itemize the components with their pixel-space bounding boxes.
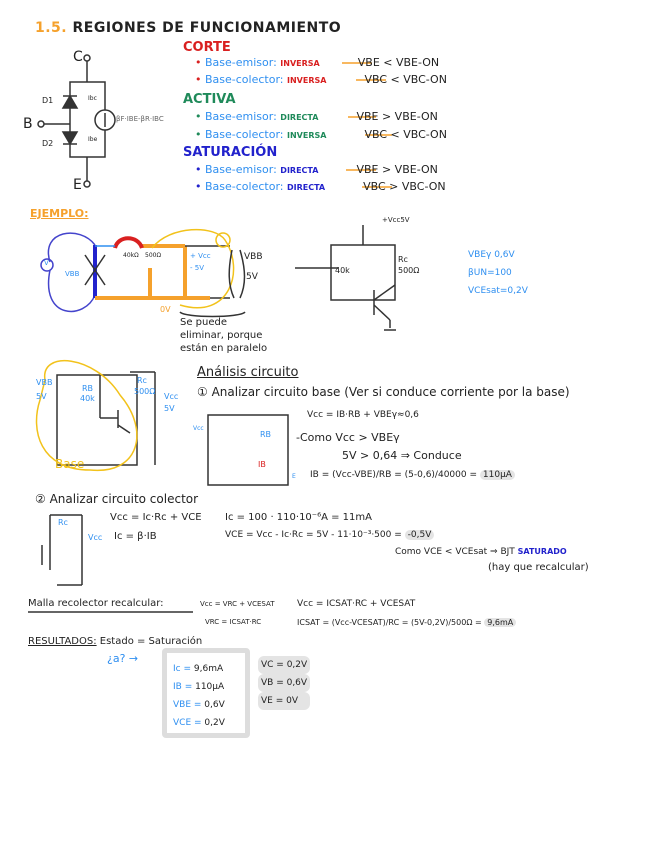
terminal-b: B [23,116,33,132]
example-heading: EJEMPLO: [30,207,89,220]
small-base-circuit [207,414,289,486]
recalc-note: (hay que recalcular) [488,562,589,573]
collector-circuit [41,514,83,586]
equation: Ic = β·IB [114,531,157,542]
label-5v: 5V [164,404,175,413]
label-vcc: Vcc [88,533,103,542]
label-source: βF·IBE-βR·IBC [116,115,164,123]
equation: ICSAT = (Vcc-VCESAT)/RC = (5V-0,2V)/500Ω… [297,618,517,627]
label-vcc: Vcc [193,425,204,432]
equation: VCE = Vcc - Ic·Rc = 5V - 11·10⁻³·500 = -… [225,530,435,540]
label-d1: D1 [42,96,54,105]
label-vbb: VBB [65,270,80,278]
example-circuit-2 [179,225,396,331]
label-5v: 5V [36,392,47,401]
results-box: Ic = 9,6mA IB = 110µA VBE = 0,6V VCE = 0… [162,648,250,738]
label-vbb: VBB [36,378,53,387]
label-ib: IB [258,460,266,469]
result-item: IB = 110µA [173,682,225,692]
label-vcc5v: +Vcc5V [382,216,410,224]
equation: Ic = 100 · 110·10⁻⁶A = 11mA [225,512,372,523]
terminal-c: C [73,49,83,65]
equation: Vcc = Ic·Rc + VCE [110,512,202,523]
equation: Vcc = VRC + VCESAT [200,600,275,608]
label-rc: Rc [58,518,68,527]
question-note: ¿a? → [107,652,139,665]
region-saturacion: SATURACIÓN [183,145,278,160]
label-e: E [292,473,296,480]
diode-model-diagram [37,54,116,188]
results-line: RESULTADOS: Estado = Saturación [28,636,203,647]
analysis-title: Análisis circuito [197,365,299,380]
label-d2: D2 [42,139,54,148]
equation: IB = (Vcc-VBE)/RB = (5-0,6)/40000 = 110µ… [310,470,515,480]
label-rb: 40kΩ [123,252,139,259]
region-corte: CORTE [183,40,231,55]
section-title: 1.5. REGIONES DE FUNCIONAMIENTO [35,20,342,36]
saturation-note: Como VCE < VCEsat ⇒ BJT SATURADO [395,547,567,557]
result-item: VCE = 0,2V [173,718,225,728]
equation: 5V > 0,64 ⇒ Conduce [342,449,462,462]
equation: Vcc = ICSAT·RC + VCESAT [297,599,416,609]
label-vbb2: VBB [244,252,263,262]
label-ibc: Ibc [88,95,97,102]
region-activa: ACTIVA [183,92,236,107]
label-rc2: Rc [398,255,408,264]
recalc-label: Malla recolector recalcular: [28,598,164,609]
equation: VRC = ICSAT·RC [205,618,262,626]
label-ibe: Ibe [88,136,98,143]
label-40k: 40k [335,266,350,275]
label-500: 500Ω [134,387,156,396]
equation: -Como Vcc > VBEγ [296,431,400,444]
label-5v: 5V [246,272,258,282]
label-vcc: Vcc [164,392,179,401]
label-rb: RB [82,384,94,393]
label-vcc-value: - 5V [190,264,204,272]
orange-arrows [342,62,392,188]
terminal-e: E [73,177,82,193]
label-500: 500Ω [398,266,420,275]
result-item: VBE = 0,6V [173,700,225,710]
base-label: Base [55,457,85,471]
example-circuit-1 [40,228,338,313]
voltmeter-label: V [44,259,49,267]
base-circuit [35,359,156,471]
label-rc: Rc [137,376,147,385]
label-rc: 500Ω [145,252,162,259]
label-rb: RB [260,430,272,439]
result-item: Ic = 9,6mA [173,664,224,674]
step1-heading: ① Analizar circuito base (Ver si conduce… [197,385,570,399]
equation: Vcc = IB·RB + VBEγ≈0,6 [307,410,419,420]
label-40k: 40k [80,394,95,403]
label-0v: 0V [160,305,171,314]
step2-heading: ② Analizar circuito colector [35,492,199,506]
label-vcc: + Vcc [190,252,211,260]
